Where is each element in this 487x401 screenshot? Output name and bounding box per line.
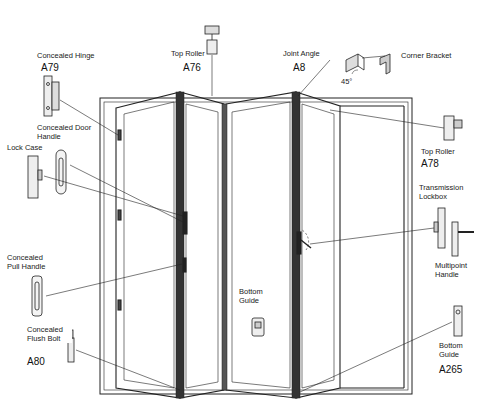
part-icons [28, 26, 474, 362]
part-code: A78 [420, 158, 440, 170]
part-name: Bottom Guide [238, 288, 284, 305]
part-name: Concealed Flush Bolt [26, 326, 72, 343]
part-code: A8 [292, 62, 306, 74]
leader-lines [44, 55, 452, 392]
part-name: Top Roller [420, 148, 456, 157]
part-code: A265 [438, 364, 463, 376]
part-name: Multipoint Handle [434, 262, 484, 279]
part-name: Concealed Door Handle [36, 124, 94, 141]
part-name: Concealed Pull Handle [6, 254, 56, 271]
part-code: A79 [40, 62, 60, 74]
part-code: A80 [26, 356, 46, 368]
part-name: Top Roller [170, 50, 206, 59]
part-name: Corner Bracket [400, 52, 452, 61]
part-name: Lock Case [6, 144, 43, 153]
angle-arc [352, 70, 358, 74]
part-name: Transmission Lockbox [418, 184, 482, 201]
folding-panels [116, 92, 404, 398]
part-code: A76 [182, 62, 202, 74]
angle-label: 45° [340, 78, 353, 87]
part-name: Joint Angle [282, 50, 321, 59]
part-name: Bottom Guide [438, 342, 484, 359]
part-name: Concealed Hinge [36, 52, 96, 61]
door-frame [100, 98, 412, 394]
